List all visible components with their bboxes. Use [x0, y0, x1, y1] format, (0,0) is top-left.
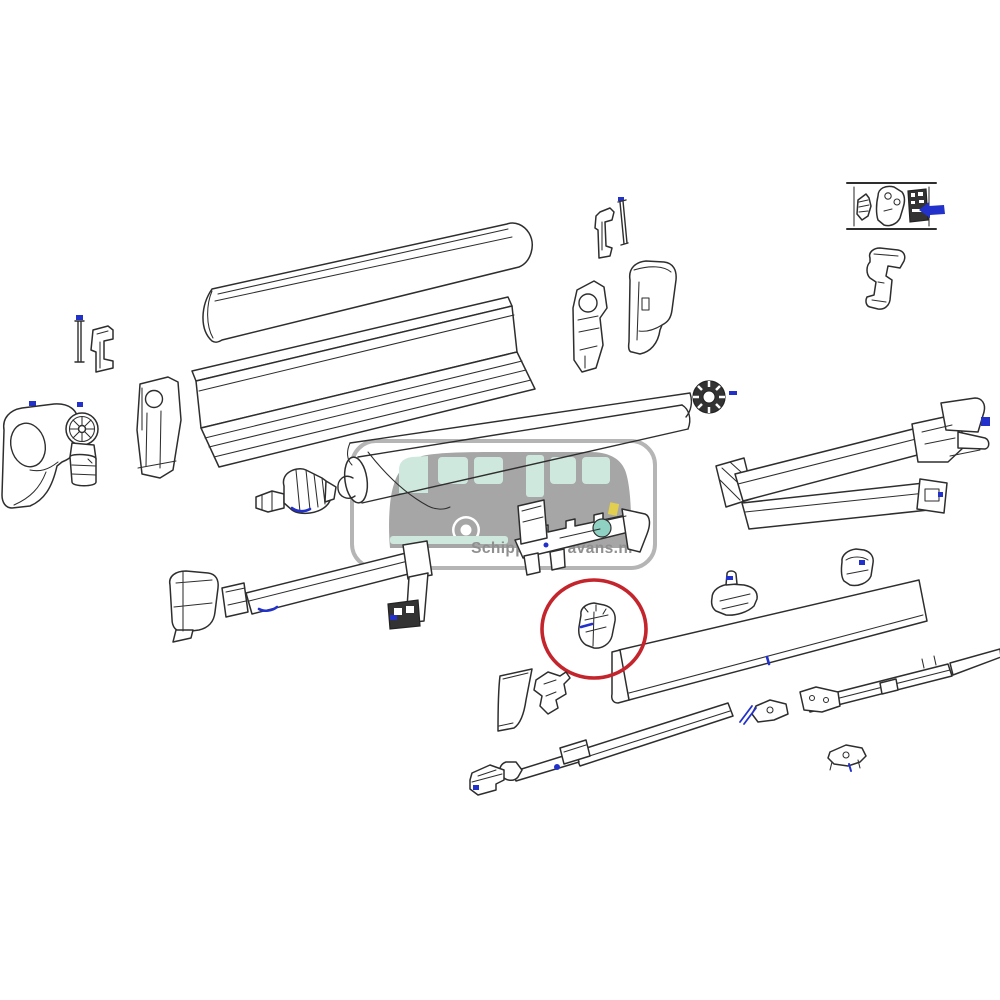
marker-blue: [859, 560, 865, 565]
part-end-lock-cap: [578, 602, 616, 649]
part-pin-rod: [617, 197, 629, 246]
part-mounting-rail-bracket: [514, 499, 651, 576]
marker-blue: [848, 763, 852, 772]
part-left-spring-arm: [168, 540, 433, 643]
part-top-lid-profile: [202, 222, 533, 343]
highlight-teal-roller: [592, 518, 612, 538]
arrow-icon: [919, 202, 945, 218]
part-clamp-block-right: [840, 548, 874, 587]
marker-blue: [257, 605, 279, 613]
part-wall-bracket-small: [90, 325, 114, 373]
part-ribbed-plug: [856, 193, 872, 221]
part-support-bracket-mid: [594, 207, 615, 259]
marker-blue: [938, 492, 943, 497]
part-right-spring-arm: [715, 397, 990, 530]
part-left-end-cap: [1, 401, 79, 509]
part-gear-end-assembly: [572, 280, 608, 373]
part-dark-drive-knob: [692, 380, 737, 414]
part-right-end-cap: [627, 260, 677, 355]
inset-box-frame: [846, 182, 937, 230]
part-rafter-foot: [469, 764, 505, 796]
part-tension-rod: [74, 315, 85, 363]
part-gearbox-end-bracket: [136, 376, 182, 479]
marker-blue: [739, 705, 757, 725]
marker-blue: [618, 197, 624, 201]
marker-blue: [390, 615, 397, 620]
part-front-lead-rail-panel: [611, 579, 928, 704]
marker-blue: [729, 391, 737, 395]
marker-blue: [981, 417, 990, 426]
part-tension-rafter-left: [499, 702, 734, 782]
highlight-circle: [540, 578, 648, 680]
part-snap-ring: [337, 475, 356, 499]
part-clamp-block-left: [710, 570, 758, 616]
watermark-caravan: [389, 452, 631, 548]
part-case-profile: [191, 296, 536, 468]
part-wall-hook-bracket: [865, 247, 906, 310]
marker-blue: [543, 542, 549, 548]
part-fabric-wedge: [497, 668, 533, 732]
part-spoked-drive-knob: [65, 402, 99, 487]
part-motor-drive-unit: [255, 468, 337, 515]
part-corner-bracket: [533, 671, 571, 715]
part-tension-rafter-right: [799, 648, 1000, 713]
part-mount-bracket-bottom: [827, 744, 867, 772]
marker-blue: [765, 655, 771, 666]
part-side-plate: [875, 185, 906, 227]
marker-blue: [77, 402, 83, 407]
marker-blue: [579, 622, 594, 629]
part-roller-tube-with-fabric: [343, 392, 693, 510]
inset-detail-box: [846, 182, 945, 230]
marker-blue: [554, 764, 560, 770]
watermark-frame: [350, 439, 657, 570]
marker-blue: [76, 315, 83, 320]
marker-blue: [473, 785, 479, 790]
part-lock-insert: [907, 188, 929, 223]
watermark: SchipperCaravans.nl: [350, 439, 657, 570]
highlighted-part-group: [540, 578, 648, 680]
marker-blue: [29, 401, 36, 406]
marker-blue: [290, 506, 312, 513]
highlight-yellow: [607, 502, 620, 516]
part-rail-bracket-small: [739, 699, 789, 725]
marker-blue: [726, 576, 733, 580]
